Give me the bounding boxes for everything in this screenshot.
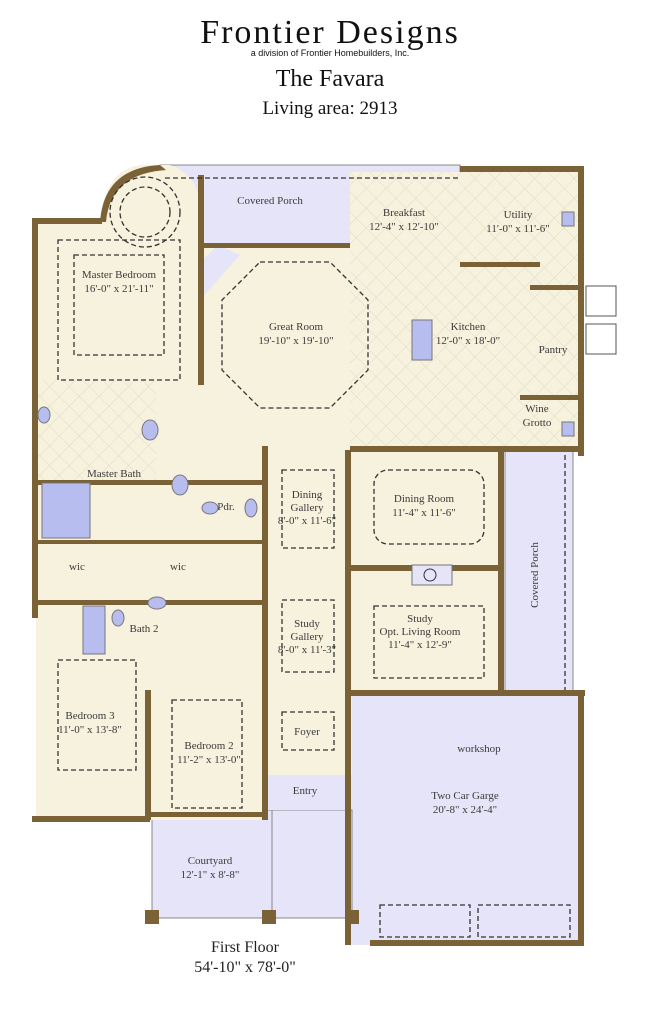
breakfast-label: Breakfast xyxy=(383,207,425,219)
utility-label: Utility xyxy=(504,209,533,221)
great-room-label: Great Room xyxy=(269,321,324,333)
dining-room-label: Dining Room xyxy=(394,493,455,505)
wic-1-label: wic xyxy=(69,561,85,573)
foyer-label: Foyer xyxy=(294,726,320,738)
master-bedroom-label: Master Bedroom xyxy=(82,269,157,281)
floor-dimensions: 54'-10" x 78'-0" xyxy=(194,959,295,976)
pantry-label: Pantry xyxy=(539,344,568,356)
breakfast-size: 12'-4" x 12'-10" xyxy=(369,221,439,233)
bedroom-3-size: 11'-0" x 13'-8" xyxy=(58,724,122,736)
master-bedroom-size: 16'-0" x 21'-11" xyxy=(84,283,153,295)
garage-size: 20'-8" x 24'-4" xyxy=(433,804,497,816)
wine-grotto-label-1: Wine xyxy=(525,403,548,415)
study-gallery-label-1: Study xyxy=(294,618,320,630)
courtyard-label: Courtyard xyxy=(188,855,233,867)
brand-subtitle: a division of Frontier Homebuilders, Inc… xyxy=(250,48,410,58)
powder-label: Pdr. xyxy=(217,501,235,513)
brand-logo: Frontier Designs xyxy=(200,14,460,51)
ceiling-outlines xyxy=(57,176,571,938)
study-gallery-size: 8'-0" x 11'-3" xyxy=(278,644,336,656)
master-bath-label: Master Bath xyxy=(87,468,142,480)
covered-porch-side-label: Covered Porch xyxy=(529,542,541,608)
courtyard-size: 12'-1" x 8'-8" xyxy=(181,869,240,881)
dining-gallery-size: 8'-0" x 11'-6" xyxy=(278,515,336,527)
plan-title: The Favara xyxy=(275,66,385,92)
bedroom-2-size: 11'-2" x 13'-0" xyxy=(177,754,241,766)
floor-name: First Floor xyxy=(211,939,280,956)
study-label-1: Study xyxy=(407,613,433,625)
great-room-size: 19'-10" x 19'-10" xyxy=(258,335,333,347)
interior-floor xyxy=(36,165,580,820)
dining-room-size: 11'-4" x 11'-6" xyxy=(392,507,455,519)
study-gallery-label-2: Gallery xyxy=(291,631,324,643)
study-size: 11'-4" x 12'-9" xyxy=(388,639,452,651)
bedroom-2-label: Bedroom 2 xyxy=(184,740,233,752)
covered-porch-rear-label: Covered Porch xyxy=(237,195,303,207)
garage-label: Two Car Garge xyxy=(431,790,499,802)
wic-2-label: wic xyxy=(170,561,186,573)
study-label-2: Opt. Living Room xyxy=(380,626,461,638)
bedroom-3-label: Bedroom 3 xyxy=(65,710,115,722)
bath-2-label: Bath 2 xyxy=(129,623,158,635)
fixtures xyxy=(37,211,617,655)
kitchen-size: 12'-0" x 18'-0" xyxy=(436,335,500,347)
dining-gallery-label-1: Dining xyxy=(292,489,323,501)
kitchen-label: Kitchen xyxy=(451,321,486,333)
workshop-label: workshop xyxy=(457,743,501,755)
living-area: Living area: 2913 xyxy=(262,98,398,119)
entry-label: Entry xyxy=(293,785,318,797)
wine-grotto-label-2: Grotto xyxy=(523,417,552,429)
utility-size: 11'-0" x 11'-6" xyxy=(486,223,549,235)
dining-gallery-label-2: Gallery xyxy=(291,502,324,514)
